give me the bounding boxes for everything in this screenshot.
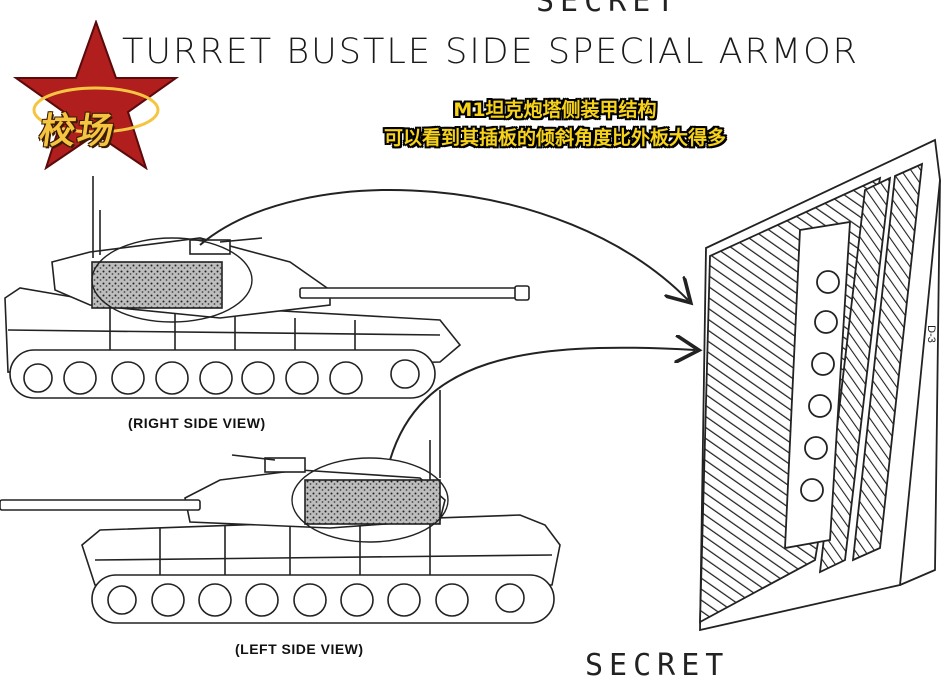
page-mark: D-3 xyxy=(924,325,937,343)
chinese-annotation: M1坦克炮塔侧装甲结构 可以看到其插板的倾斜角度比外板大得多 xyxy=(260,96,850,152)
logo-text: 校场 xyxy=(36,110,119,152)
classification-bottom: SECRET xyxy=(585,648,730,683)
watermark-logo: 校场 xyxy=(12,19,180,171)
right-side-view-caption: (RIGHT SIDE VIEW) xyxy=(128,415,266,431)
callout-arrow-lower xyxy=(389,348,695,461)
annotation-line-1: M1坦克炮塔侧装甲结构 xyxy=(453,99,657,121)
tank-left-side-view xyxy=(0,390,561,624)
bustle-armor-panel-right xyxy=(91,261,223,309)
road-wheels-right xyxy=(23,359,420,395)
classification-top: SECRET xyxy=(536,0,681,19)
road-wheels-left xyxy=(107,583,525,617)
annotation-line-2: 可以看到其插板的倾斜角度比外板大得多 xyxy=(383,127,726,149)
bustle-armor-panel-left xyxy=(304,479,441,525)
spacer-holes xyxy=(800,270,840,502)
armor-cross-section xyxy=(699,138,941,632)
insert-plate-2 xyxy=(851,162,924,562)
diagram-title: TURRET BUSTLE SIDE SPECIAL ARMOR xyxy=(122,32,859,72)
perforated-plate xyxy=(784,220,851,550)
red-star-icon xyxy=(12,19,180,171)
left-side-view-caption: (LEFT SIDE VIEW) xyxy=(235,641,364,657)
callout-arrow-upper xyxy=(199,189,688,300)
tank-right-side-view xyxy=(4,176,530,399)
